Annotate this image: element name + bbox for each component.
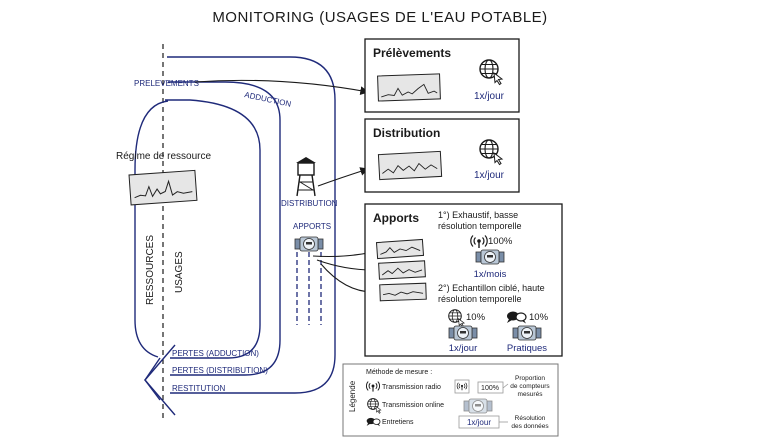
arrow-to-distribution (317, 167, 370, 187)
apports-item2a-freq: 1x/jour (449, 343, 478, 354)
legend-online: Transmission online (382, 402, 444, 409)
legend-radio: Transmission radio (382, 384, 441, 391)
apports-item1-freq: 1x/mois (474, 269, 507, 280)
apports-item2-line1: 2°) Echantillon ciblé, haute (438, 283, 545, 293)
label-pertes-distribution: PERTES (DISTRIBUTION) (172, 366, 268, 375)
label-ressources: RESSOURCES (145, 235, 156, 305)
legend-freq: 1x/jour (467, 418, 491, 427)
legend-method: Méthode de mesure : (366, 369, 432, 376)
label-apports: APPORTS (293, 222, 331, 231)
regime-label: Régime de ressource (116, 151, 211, 162)
water-meter-icon (448, 325, 478, 341)
legend-proportion-2: de compteurs (510, 383, 550, 390)
water-tower-icon (296, 157, 316, 197)
apports-item2b-pct: 10% (529, 312, 549, 323)
label-prelevements: PRELEVEMENTS (134, 79, 199, 88)
apports-item1-line2: résolution temporelle (438, 221, 522, 231)
legend-proportion-1: Proportion (515, 375, 545, 382)
water-meter-icon (475, 249, 505, 265)
legend-resolution-1: Résolution (515, 415, 546, 422)
apports-item1-pct: 100% (488, 236, 513, 247)
label-restitution: RESTITUTION (172, 384, 226, 393)
apports-title: Apports (373, 211, 419, 225)
arrow-to-apports-1 (312, 249, 375, 258)
distribution-freq: 1x/jour (474, 170, 505, 181)
legend-box: Légende Méthode de mesure : Transmission… (342, 363, 559, 437)
legend-title: Légende (348, 380, 357, 412)
apports-item1-line1: 1°) Exhaustif, basse (438, 210, 518, 220)
distribution-box: Distribution 1x/jour (364, 118, 520, 193)
label-usages: USAGES (174, 251, 185, 293)
prelevements-freq: 1x/jour (474, 91, 505, 102)
distribution-title: Distribution (373, 126, 440, 140)
apports-item2-line2: résolution temporelle (438, 294, 522, 304)
legend-interviews: Entretiens (382, 419, 414, 426)
prelevements-box: Prélèvements 1x/jour (364, 38, 520, 113)
legend-resolution-2: des données (511, 423, 549, 430)
water-meter-icon (512, 325, 542, 341)
label-distribution: DISTRIBUTION (281, 199, 338, 208)
apports-box: Apports 1°) Exhaustif, basse résolution … (364, 203, 563, 357)
water-meter-icon (294, 236, 324, 252)
legend-pct: 100% (481, 385, 499, 392)
water-meter-icon (463, 398, 493, 414)
prelevements-title: Prélèvements (373, 46, 451, 60)
water-flow-lines (134, 56, 336, 416)
apports-item2b-freq: Pratiques (507, 343, 547, 354)
apports-item2a-pct: 10% (466, 312, 486, 323)
diagram-title: MONITORING (USAGES DE L'EAU POTABLE) (212, 9, 547, 26)
legend-proportion-3: mesurés (518, 391, 544, 398)
regime-sparkline (128, 169, 198, 206)
label-pertes-adduction: PERTES (ADDUCTION) (172, 349, 259, 358)
arrow-to-prelevements (194, 79, 370, 95)
